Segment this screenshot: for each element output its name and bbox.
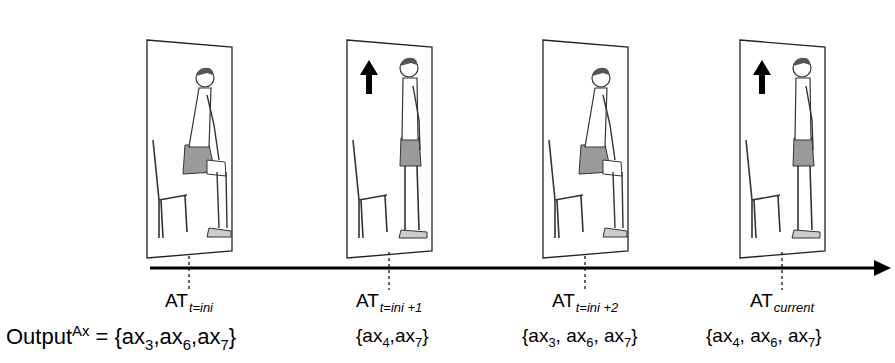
subscript: t=ini +2 [576, 300, 618, 315]
label-text: AT [552, 290, 575, 311]
label-text: } [229, 324, 236, 349]
subscript: 6 [586, 335, 593, 350]
subscript: 4 [382, 335, 389, 350]
label-text: {ax [356, 325, 382, 346]
subscript: 6 [183, 336, 191, 353]
subscript: 3 [145, 336, 153, 353]
label-text: ,ax [153, 324, 182, 349]
output-set: {ax4, ax6, ax7} [706, 325, 822, 350]
subscript: 6 [770, 335, 777, 350]
subscript: 4 [732, 335, 739, 350]
subscript: 7 [808, 335, 815, 350]
label-text: ,ax [390, 325, 415, 346]
label-text: ,ax [191, 324, 220, 349]
time-label: ATt=ini +1 [356, 290, 422, 315]
label-text: } [422, 325, 428, 346]
output-set: OutputAx= {ax3,ax6,ax7} [6, 322, 236, 354]
subscript: 7 [624, 335, 631, 350]
time-label: ATt=ini [165, 290, 213, 315]
subscript: t=ini [189, 300, 213, 315]
axis-arrowhead [874, 260, 891, 276]
output-set: {ax3, ax6, ax7} [522, 325, 638, 350]
label-text: = {ax [96, 324, 146, 349]
subscript: 7 [415, 335, 422, 350]
label-text: AT [356, 290, 379, 311]
subscript: 3 [548, 335, 555, 350]
label-text: , ax [740, 325, 771, 346]
subscript: 7 [220, 336, 228, 353]
superscript: Ax [72, 322, 89, 339]
label-text: AT [750, 290, 773, 311]
label-text: {ax [522, 325, 548, 346]
label-text: Output [6, 324, 72, 349]
time-axis [150, 267, 878, 270]
frame [543, 40, 628, 258]
label-text: } [631, 325, 637, 346]
label-text: {ax [706, 325, 732, 346]
time-label: ATt=ini +2 [552, 290, 618, 315]
label-text: , ax [777, 325, 808, 346]
label-text: } [815, 325, 821, 346]
frame [147, 40, 232, 258]
frame [347, 40, 432, 258]
label-text: , ax [556, 325, 587, 346]
subscript: current [774, 300, 814, 315]
frame [740, 40, 825, 258]
subscript: t=ini +1 [380, 300, 422, 315]
label-text: , ax [593, 325, 624, 346]
time-label: ATcurrent [750, 290, 814, 315]
tick-line [189, 252, 782, 290]
output-set: {ax4,ax7} [356, 325, 429, 350]
label-text: AT [165, 290, 188, 311]
